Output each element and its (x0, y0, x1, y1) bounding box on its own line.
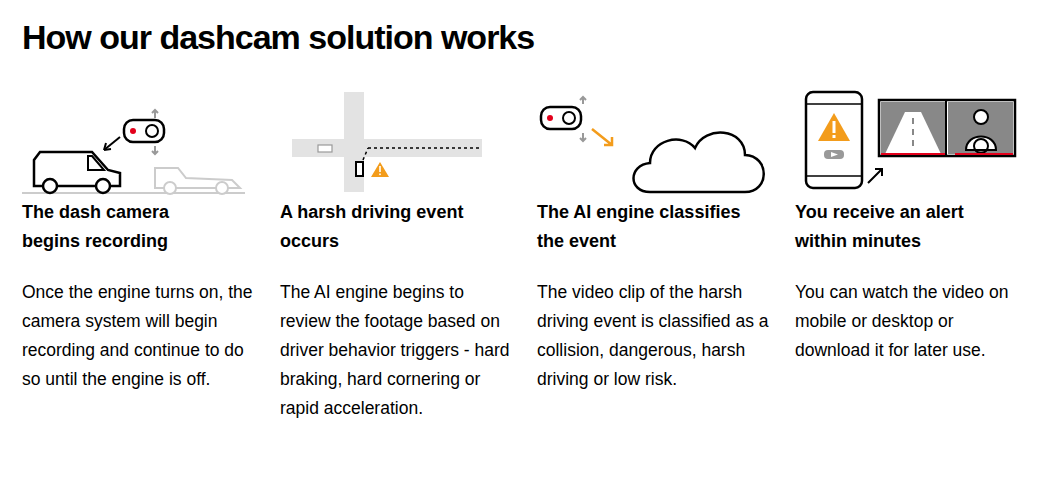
step-heading: The AI engine classifies the event (537, 198, 765, 256)
step-heading: The dash camera begins recording (22, 198, 214, 256)
step-heading: You receive an alert within minutes (795, 198, 1001, 256)
step-description: The video clip of the harsh driving even… (537, 278, 769, 394)
step-description: You can watch the video on mobile or des… (795, 278, 1027, 365)
phone-video-icon (806, 92, 1015, 188)
map-icon (292, 92, 482, 192)
van-icon (22, 110, 245, 194)
cloud-icon (541, 97, 764, 192)
step-description: Once the engine turns on, the camera sys… (22, 278, 254, 394)
diagram-title: How our dashcam solution works (22, 16, 534, 58)
step-heading: A harsh driving event occurs (280, 198, 492, 256)
step-description: The AI engine begins to review the foota… (280, 278, 512, 423)
